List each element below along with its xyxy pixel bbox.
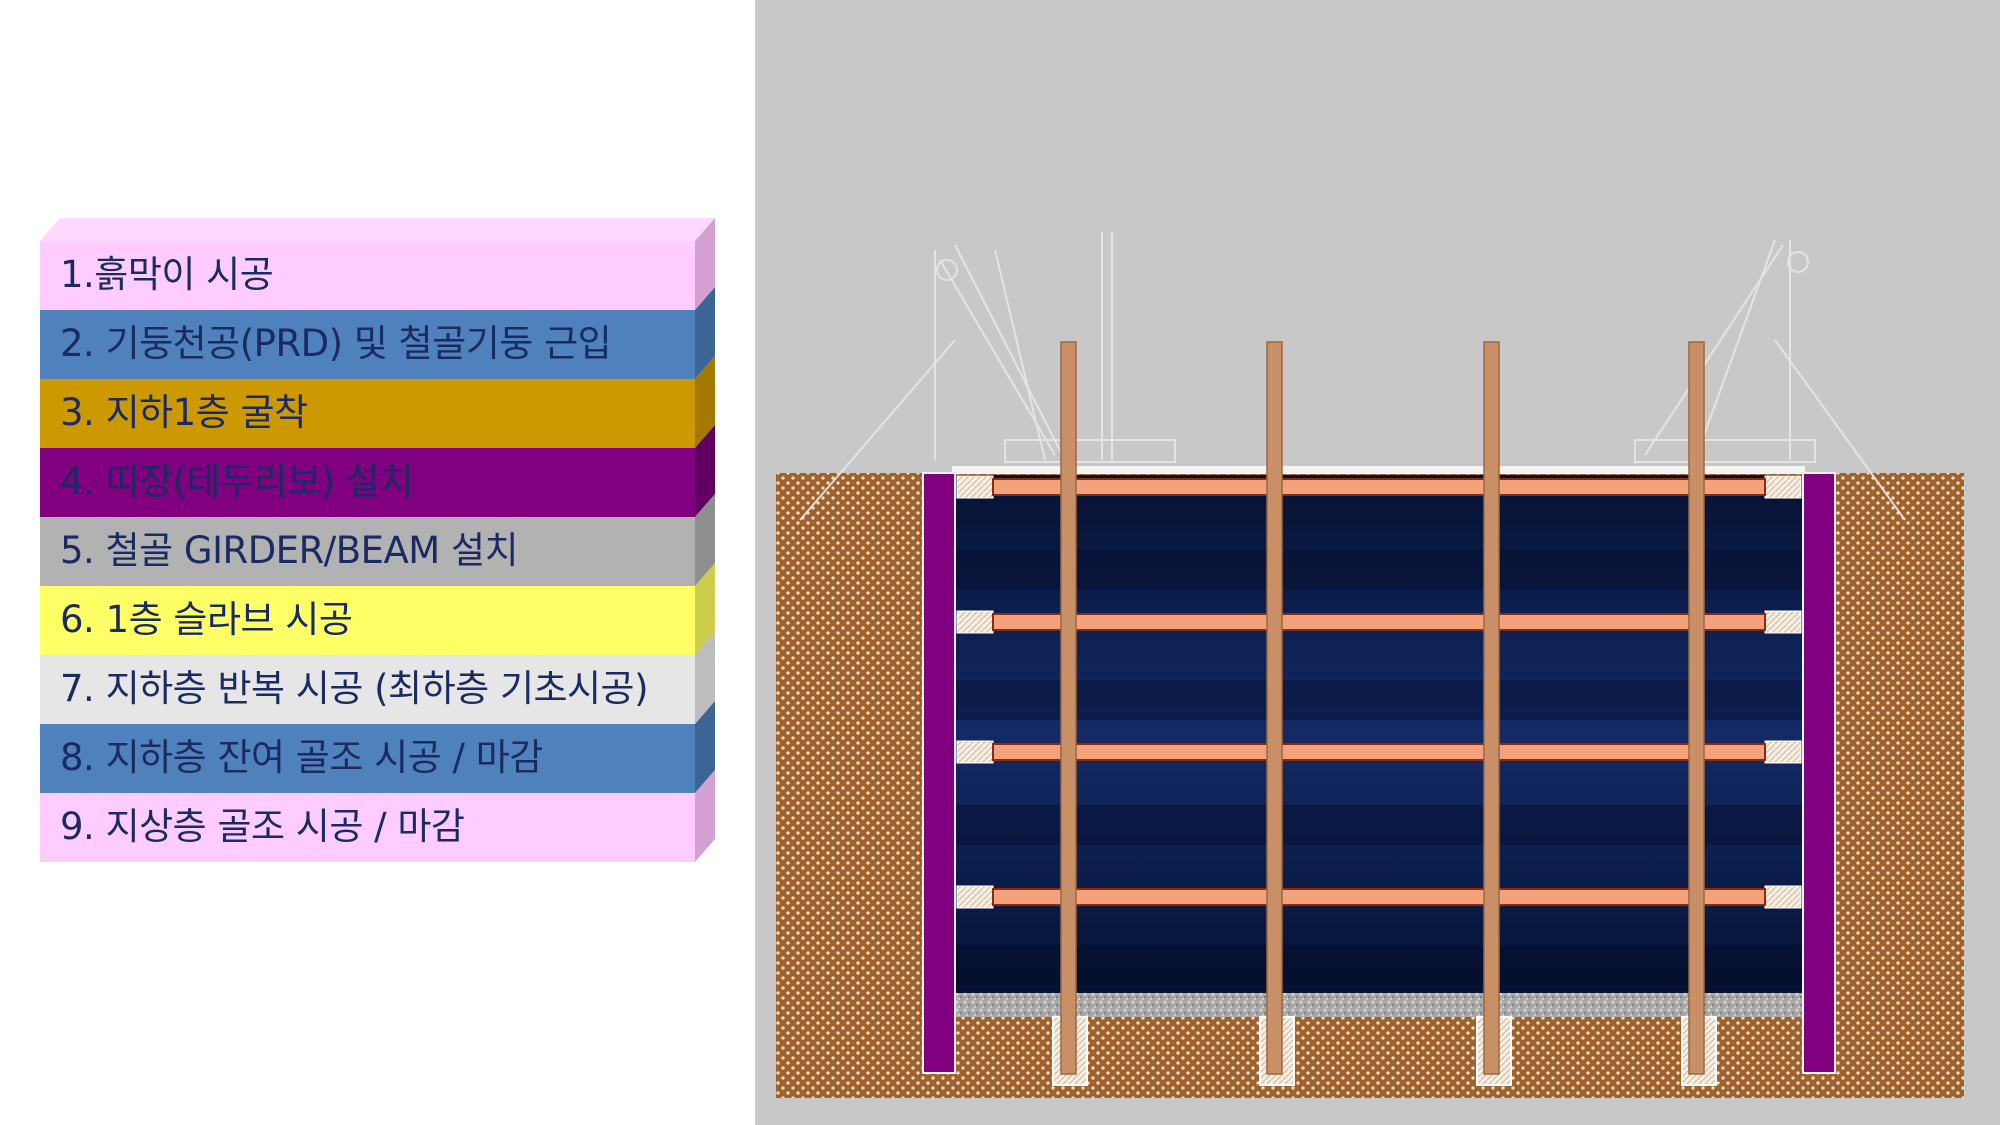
step-8-band <box>40 724 695 793</box>
step-1-band <box>40 241 695 310</box>
step-8-label: 8. 지하층 잔여 골조 시공 / 마감 <box>60 736 543 779</box>
step-4-band <box>40 448 695 517</box>
step-6-side <box>695 563 715 655</box>
step-7-label: 7. 지하층 반복 시공 (최하층 기초시공) <box>60 667 649 710</box>
step-9-band <box>40 793 695 862</box>
step-2-label: 2. 기둥천공(PRD) 및 철골기둥 근입 <box>60 322 612 365</box>
step-3-side <box>695 356 715 448</box>
steps-3d-block <box>40 218 715 862</box>
construction-section-diagram <box>755 0 2000 1125</box>
step-6-band <box>40 586 695 655</box>
foundation-gravel <box>955 993 1803 1017</box>
retaining-wall-left <box>922 472 956 1074</box>
step-9-label: 9. 지상층 골조 시공 / 마감 <box>60 805 465 848</box>
step-7-side <box>695 632 715 724</box>
construction-steps-panel: 1.흙막이 시공 2. 기둥천공(PRD) 및 철골기둥 근입 3. 지하1층 … <box>0 0 755 1125</box>
step-1-label: 1.흙막이 시공 <box>60 253 274 296</box>
step-4-label: 4. 띠장(테두리보) 설치 <box>60 460 414 503</box>
step-5-label: 5. 철골 GIRDER/BEAM 설치 <box>60 529 519 572</box>
background-cranes <box>799 232 1906 521</box>
step-2-side <box>695 287 715 379</box>
step-7-band <box>40 655 695 724</box>
step-6-label: 6. 1층 슬라브 시공 <box>60 598 353 641</box>
step-9-side <box>695 770 715 862</box>
step-2-band <box>40 310 695 379</box>
step-5-side <box>695 494 715 586</box>
excavation-pit <box>955 475 1803 995</box>
step-5-band <box>40 517 695 586</box>
step-3-band <box>40 379 695 448</box>
basement-levels <box>955 550 1803 985</box>
step-8-side <box>695 701 715 793</box>
block-top-face <box>40 218 715 241</box>
ground-surface-line <box>952 466 1805 474</box>
wale-beams <box>956 475 1802 909</box>
steel-columns <box>1060 341 1705 1075</box>
step-3-label: 3. 지하1층 굴착 <box>60 391 308 434</box>
retaining-wall-right <box>1802 472 1836 1074</box>
section-drawing <box>776 232 1964 1098</box>
step-1-side <box>695 218 715 310</box>
step-4-side <box>695 425 715 517</box>
